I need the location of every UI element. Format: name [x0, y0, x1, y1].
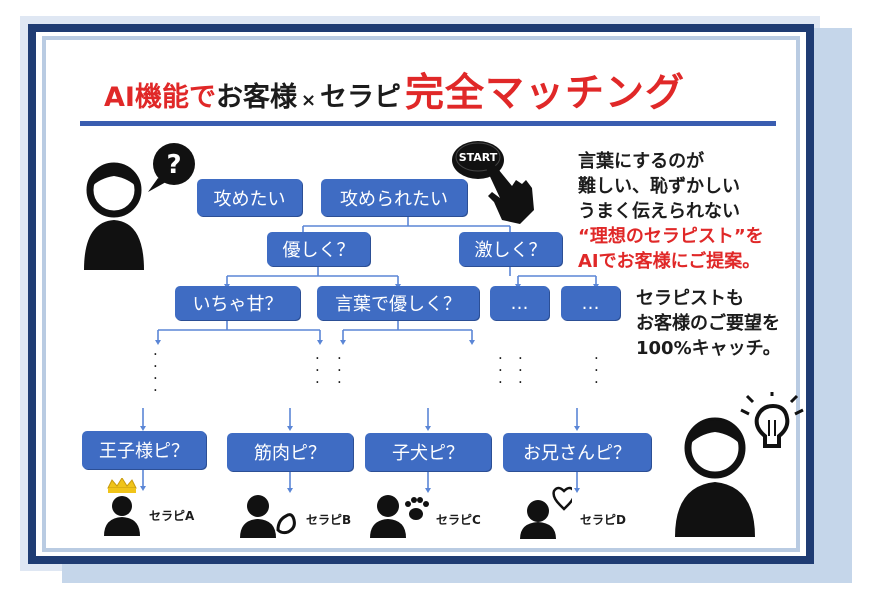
note-line: うまく伝えられない — [578, 201, 740, 222]
flow-node-more-1: … — [490, 286, 549, 320]
result-node-prince: 王子様ピ？ — [82, 431, 206, 469]
ellipsis-dots: ... — [594, 345, 599, 387]
customer-question-icon: ? — [84, 143, 195, 270]
note-line: 言葉にするのが — [578, 151, 705, 172]
start-button-icon: START — [452, 141, 534, 224]
note-customer-difficulty: 言葉にするのが 難しい、恥ずかしい うまく伝えられない “理想のセラピスト”を … — [578, 149, 764, 274]
ellipsis-dots: ... — [337, 345, 342, 387]
title-underline — [80, 121, 776, 126]
flow-node-more-2: … — [561, 286, 620, 320]
result-node-muscle: 筋肉ピ？ — [227, 433, 353, 471]
ellipsis-dots: ... — [518, 345, 523, 387]
note-line-highlight: AIでお客様にご提案。 — [578, 251, 761, 272]
therapist-d-avatar-icon — [520, 486, 572, 539]
result-node-big-brother: お兄さんピ？ — [503, 433, 651, 471]
title-cross: × — [300, 90, 317, 111]
flow-node-intense: 激しく？ — [459, 232, 562, 266]
flow-node-be-attacked: 攻められたい — [321, 179, 467, 216]
note-line: お客様のご要望を — [636, 313, 780, 334]
question-mark-glyph: ? — [166, 150, 181, 180]
flow-node-gentle: 優しく？ — [267, 232, 370, 266]
note-line: 難しい、恥ずかしい — [578, 176, 740, 197]
therapist-b-label: セラピB — [306, 513, 352, 527]
ellipsis-dots: .... — [153, 341, 158, 395]
therapist-d-label: セラピD — [580, 513, 626, 527]
flow-node-sweet: いちゃ甘？ — [175, 286, 300, 320]
flow-node-attack: 攻めたい — [197, 179, 302, 216]
page-title: AI機能で お客様 × セラピ 完全マッチング — [104, 62, 685, 122]
title-customer-part: お客様 — [215, 82, 297, 113]
therapist-a-label: セラピA — [149, 509, 195, 523]
therapist-c-label: セラピC — [436, 513, 481, 527]
title-therapist-part: セラピ — [320, 82, 402, 113]
therapist-b-avatar-icon — [240, 495, 296, 538]
therapist-c-avatar-icon — [370, 495, 429, 538]
title-ai-part: AI機能で — [104, 82, 216, 113]
ellipsis-dots: ... — [498, 345, 503, 387]
title-matching-part: 完全マッチング — [405, 71, 686, 116]
flow-node-gentle-words: 言葉で優しく？ — [317, 286, 479, 320]
start-label: START — [459, 151, 498, 164]
result-node-puppy: 子犬ピ？ — [365, 433, 491, 471]
ellipsis-dots: ... — [315, 345, 320, 387]
note-line: セラピストも — [636, 288, 744, 309]
note-line-highlight: “理想のセラピスト”を — [578, 226, 764, 247]
customer-lightbulb-icon — [675, 392, 804, 537]
therapist-a-avatar-icon — [104, 478, 140, 536]
note-line: 100%キャッチ。 — [636, 338, 781, 359]
note-therapist-catch: セラピストも お客様のご要望を 100%キャッチ。 — [636, 286, 781, 361]
